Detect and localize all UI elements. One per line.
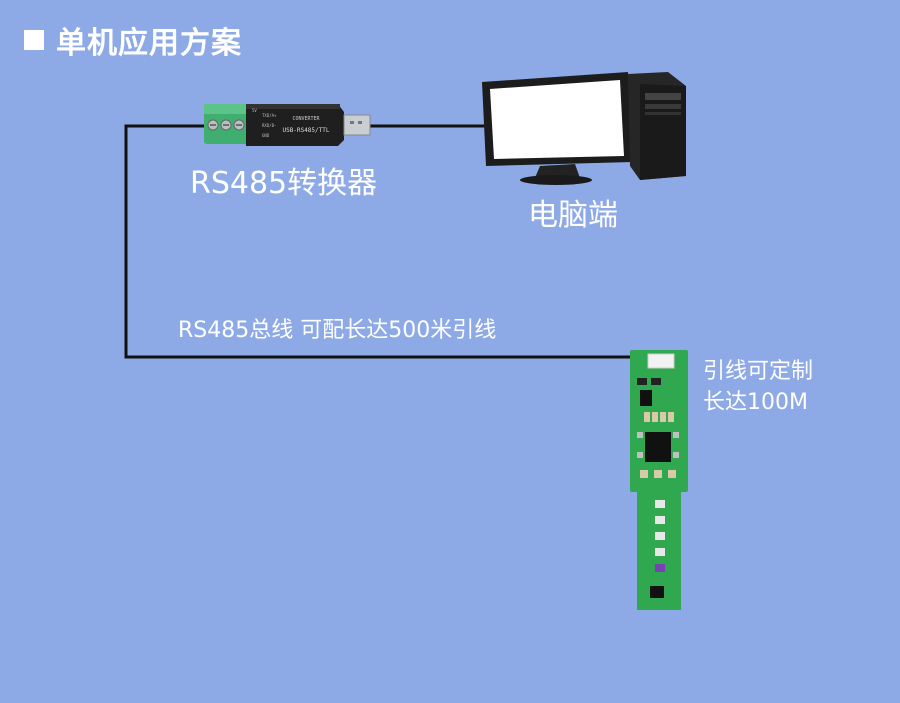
pc-tower-icon	[628, 72, 686, 180]
sensor-pcb-board	[630, 350, 688, 610]
lead-label-line-2: 长达100M	[703, 390, 808, 415]
converter-brand-text: USB-RS485/TTL	[283, 127, 330, 134]
monitor-icon	[482, 72, 632, 185]
bus-label: RS485总线 可配长达500米引线	[178, 318, 497, 343]
converter-pin-2: RXD/B-	[262, 123, 276, 128]
converter-pin-1: TXD/A+	[262, 113, 277, 118]
rs485-converter-device: USB-RS485/TTL CONVERTER TXD/A+ RXD/B- GN…	[204, 104, 371, 146]
lead-length-label: 引线可定制 长达100M	[703, 356, 813, 418]
lead-label-line-1: 引线可定制	[703, 359, 814, 384]
terminal-screws	[207, 119, 245, 131]
square-bullet-icon	[24, 30, 44, 50]
converter-label: RS485转换器	[190, 166, 378, 201]
converter-sub-text: CONVERTER	[292, 116, 320, 122]
converter-corner-text: 5V	[252, 108, 257, 113]
page-title: 单机应用方案	[56, 26, 242, 61]
pc-label: 电脑端	[528, 198, 618, 233]
section-header: 单机应用方案	[24, 18, 242, 62]
converter-pin-3: GND	[262, 133, 270, 138]
rs485-bus-cable	[124, 124, 650, 359]
